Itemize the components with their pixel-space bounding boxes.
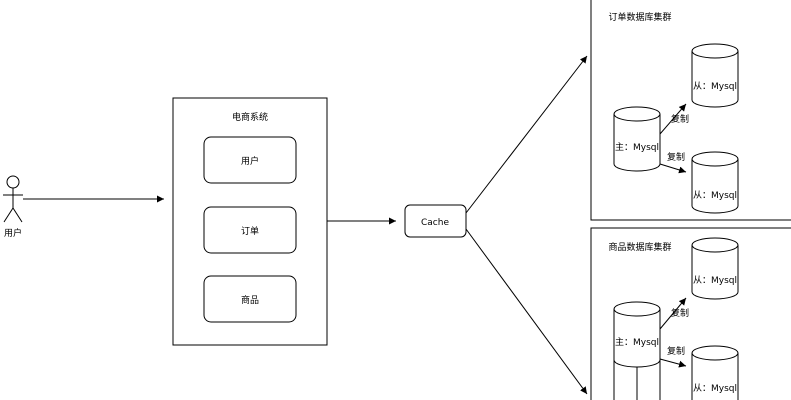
product-master-label: 主：Mysql — [615, 336, 659, 348]
order-slave-bottom-label: 从：Mysql — [693, 190, 737, 201]
product-db-cluster: 商品数据库集群 主：Mysql 从：Mysql 从：Mysql 复制 复制 — [590, 227, 791, 400]
order-replicate-top-arrow — [659, 103, 687, 135]
actor-head — [6, 175, 20, 189]
module-product-box — [203, 275, 297, 323]
cache-label: Cache — [421, 218, 449, 228]
cache-box — [404, 204, 467, 238]
order-master-db: 主：Mysql — [613, 106, 661, 172]
product-replicate-bottom-label: 复制 — [667, 345, 685, 357]
product-replicate-bottom-arrow — [659, 358, 687, 368]
cache-to-order-cluster-arrow — [465, 55, 588, 214]
product-replicate-top-arrow — [659, 297, 687, 330]
system-title: 电商系统 — [232, 111, 268, 123]
product-slave-bottom-db: 从：Mysql — [691, 345, 739, 400]
order-replicate-top-label: 复制 — [671, 113, 689, 125]
order-master-label: 主：Mysql — [615, 141, 659, 153]
product-replicate-top-label: 复制 — [671, 307, 689, 319]
module-order-label: 订单 — [241, 225, 259, 237]
order-cluster-title: 订单数据库集群 — [608, 11, 671, 23]
order-slave-top-db: 从：Mysql — [691, 43, 739, 108]
module-user-label: 用户 — [241, 155, 259, 167]
product-slave-top-db: 从：Mysql — [691, 237, 739, 300]
order-slave-bottom-db: 从：Mysql — [691, 151, 739, 214]
order-replicate-bottom-label: 复制 — [667, 151, 685, 163]
product-slave-bottom-label: 从：Mysql — [693, 383, 737, 394]
order-slave-top-label: 从：Mysql — [693, 81, 737, 92]
cache-node: Cache — [404, 204, 467, 238]
module-user-box — [203, 136, 297, 184]
product-master-db: 主：Mysql — [613, 301, 661, 400]
product-slave-top-label: 从：Mysql — [693, 275, 737, 286]
order-replicate-bottom-arrow — [659, 163, 687, 174]
order-db-cluster: 订单数据库集群 主：Mysql 从：Mysql 从：Mysql 复制 复制 — [590, 0, 791, 221]
module-product-label: 商品 — [241, 294, 259, 306]
cache-to-product-cluster-arrow — [465, 228, 588, 395]
product-cluster-title: 商品数据库集群 — [608, 241, 671, 253]
ecommerce-system: 电商系统 用户 订单 商品 — [172, 97, 328, 346]
actor-right-leg — [12, 207, 23, 223]
module-order-box — [203, 206, 297, 254]
user-actor: 用户 — [3, 175, 23, 239]
actor-left-leg — [3, 207, 14, 223]
actor-label: 用户 — [4, 227, 22, 239]
